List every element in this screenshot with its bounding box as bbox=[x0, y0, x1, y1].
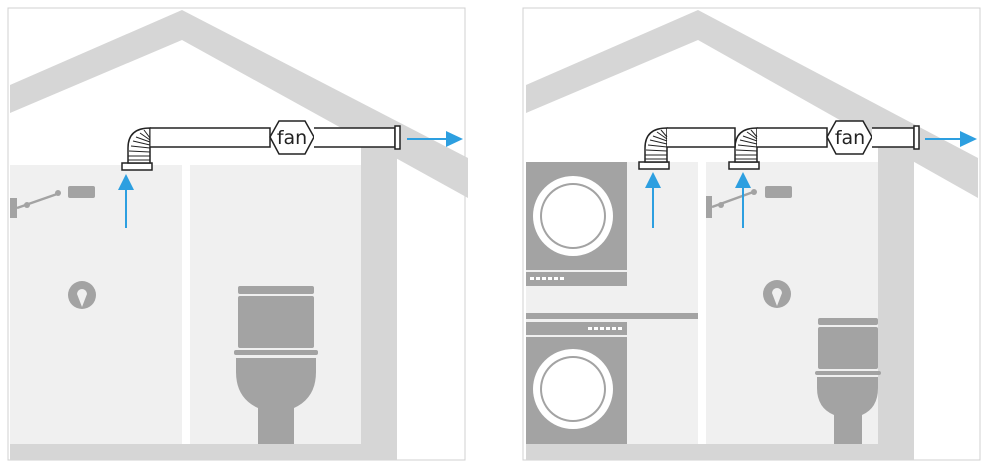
shower-head-icon bbox=[10, 186, 95, 218]
shower-head-icon bbox=[706, 186, 792, 218]
interior-partition bbox=[182, 165, 190, 445]
duct-elbow-ribs bbox=[128, 128, 151, 161]
diagram-panel-single-intake: fan bbox=[0, 0, 470, 461]
exterior-wall bbox=[361, 143, 397, 460]
floor bbox=[10, 444, 397, 460]
dryer-icon bbox=[526, 162, 627, 286]
washing-machine-icon bbox=[526, 322, 627, 444]
exhaust-duct bbox=[121, 120, 401, 171]
roof bbox=[526, 10, 978, 198]
roof bbox=[10, 10, 468, 198]
intake-arrow-icon bbox=[118, 174, 134, 228]
exhaust-duct bbox=[638, 120, 920, 170]
fan-label: fan bbox=[277, 127, 307, 149]
diagram-panel-double-intake: fan bbox=[516, 0, 981, 461]
toilet-icon bbox=[815, 318, 881, 444]
laundry-shelf bbox=[526, 313, 698, 319]
duct-elbow-ribs bbox=[645, 129, 758, 160]
floor-drain-icon bbox=[763, 280, 791, 308]
exhaust-arrow-icon bbox=[925, 131, 977, 147]
interior-partition bbox=[698, 162, 706, 444]
exterior-wall bbox=[878, 143, 914, 460]
house-diagram: fan bbox=[522, 7, 981, 461]
toilet-icon bbox=[234, 286, 318, 444]
floor-drain-icon bbox=[68, 281, 96, 309]
exhaust-arrow-icon bbox=[407, 131, 463, 147]
intake-arrow-icon bbox=[735, 172, 751, 228]
intake-arrow-icon bbox=[645, 172, 661, 228]
house-diagram: fan bbox=[7, 7, 468, 461]
fan-label: fan bbox=[835, 127, 865, 149]
floor bbox=[526, 444, 914, 460]
